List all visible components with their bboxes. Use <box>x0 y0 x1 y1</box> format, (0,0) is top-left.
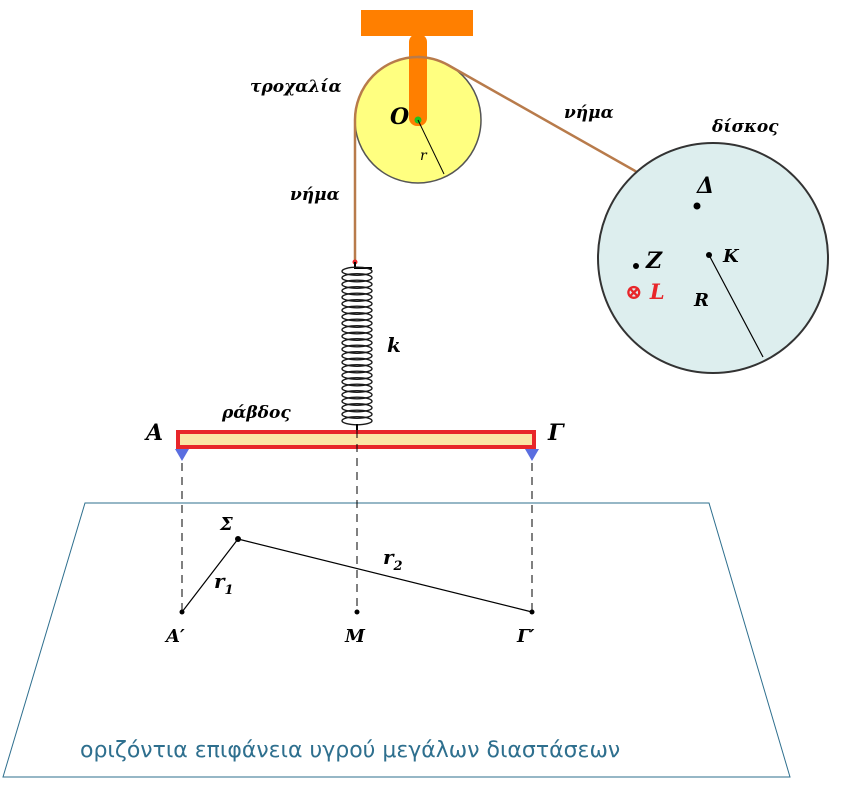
point-k-label: K <box>722 246 740 267</box>
spring-coil <box>341 286 373 296</box>
point-m-dot <box>354 609 360 615</box>
support-post <box>409 34 427 126</box>
spring-coil <box>341 396 373 406</box>
spring-k-label: k <box>387 333 401 357</box>
support-bar <box>361 10 473 36</box>
rod-label: ράβδος <box>221 403 291 423</box>
spring-coil <box>341 325 373 335</box>
point-k-dot <box>706 252 712 258</box>
spring-coil <box>341 305 373 315</box>
segment-r1 <box>181 538 239 613</box>
pulley-center-label: O <box>390 104 409 130</box>
spring-coil <box>341 292 373 302</box>
pulley-radius-line <box>417 119 445 175</box>
proj-a-label: A′ <box>164 626 185 647</box>
disk-radius-line <box>708 254 764 358</box>
pulley-label: τροχαλία <box>250 77 342 97</box>
spring-coil <box>341 331 373 341</box>
rod-end-a-label: A <box>144 420 163 446</box>
proj-gamma-label: Γ′ <box>516 626 535 647</box>
spring-coil <box>341 273 373 283</box>
spring-coil <box>341 370 373 380</box>
spring-coil <box>341 279 373 289</box>
point-sigma-dot <box>235 536 241 542</box>
point-sigma-label: Σ <box>219 514 233 535</box>
rod <box>176 430 536 449</box>
spring-coil <box>341 351 373 361</box>
spring <box>341 262 373 432</box>
point-z-dot <box>633 263 639 269</box>
spring-coil <box>341 409 373 419</box>
spring-coil <box>341 383 373 393</box>
disk <box>597 142 829 374</box>
surface-caption: οριζόντια επιφάνεια υγρού μεγάλων διαστά… <box>80 738 620 763</box>
spring-coil <box>341 377 373 387</box>
proj-m-label: M <box>344 626 366 647</box>
angular-momentum-label: ⊗ L <box>625 279 665 304</box>
liquid-surface <box>2 502 791 778</box>
string-right <box>417 55 698 208</box>
spring-coil <box>341 318 373 328</box>
spring-coil <box>341 364 373 374</box>
disk-label: δίσκος <box>711 117 779 137</box>
spring-coil <box>341 357 373 367</box>
r1-label: r1 <box>214 569 234 598</box>
segment-r2 <box>237 538 533 613</box>
string-left-label: νήμα <box>290 185 340 205</box>
r2-subscript: 2 <box>393 559 403 574</box>
string-left <box>353 55 420 122</box>
point-delta-dot <box>693 202 701 210</box>
disk-radius-label: R <box>693 290 709 311</box>
rod-marker-right <box>525 449 539 461</box>
r2-symbol: r <box>383 545 395 569</box>
point-a-prime-dot <box>179 609 185 615</box>
rod-marker-left <box>175 449 189 461</box>
r1-subscript: 1 <box>225 583 234 598</box>
spring-coil <box>341 344 373 354</box>
spring-coil <box>341 390 373 400</box>
spring-coil <box>341 312 373 322</box>
pulley-radius-label: r <box>420 148 428 164</box>
point-gamma-prime-dot <box>529 609 535 615</box>
r1-symbol: r <box>214 569 226 593</box>
spring-coil <box>341 403 373 413</box>
spring-coil <box>341 299 373 309</box>
point-delta-label: Δ <box>696 173 714 199</box>
rod-end-gamma-label: Γ <box>547 420 565 446</box>
point-z-label: Z <box>645 248 663 274</box>
r2-label: r2 <box>383 545 403 574</box>
spring-coil <box>341 266 373 276</box>
spring-coil <box>341 338 373 348</box>
string-right-label: νήμα <box>564 103 614 123</box>
